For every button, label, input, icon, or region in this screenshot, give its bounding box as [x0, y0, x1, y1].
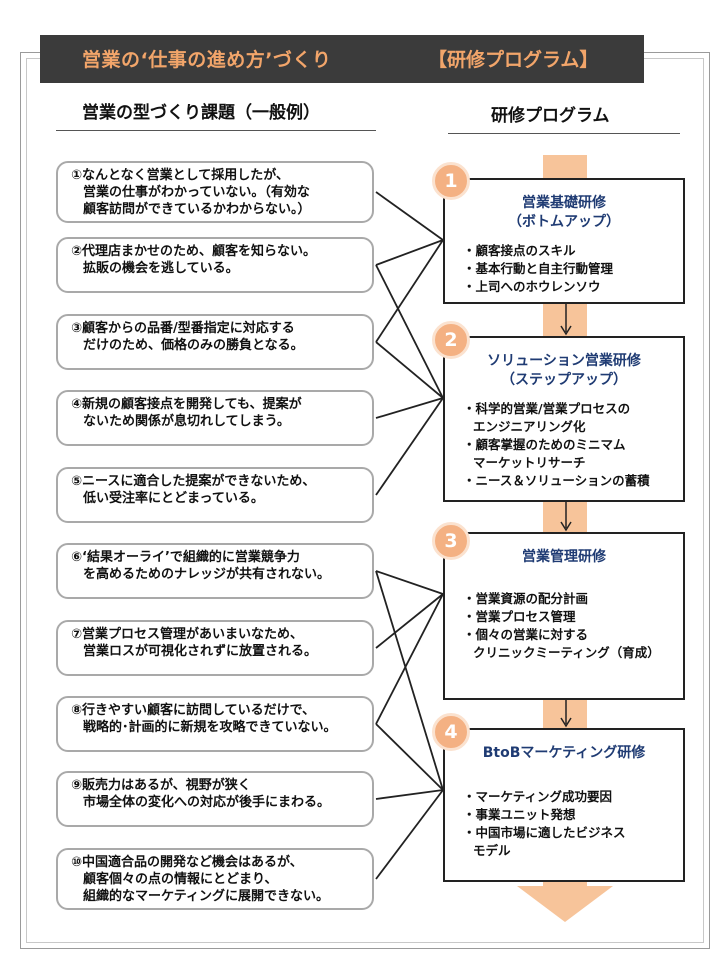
program-item: ・営業資源の配分計画 [463, 591, 589, 606]
step-number-circle-1: 1 [432, 162, 470, 200]
program-title-line: （ステップアップ） [501, 372, 627, 388]
left-column-heading: 営業の型づくり課題（一般例） [82, 103, 320, 123]
link-issue-3-to-program-1 [375, 239, 444, 343]
issue-box-3: ③顧客からの品番/型番指定に対応するだけのため、価格のみの勝負となる。 [56, 314, 374, 370]
issue-box-2: ②代理店まかせのため、顧客を知らない。拡販の機会を逃している。 [56, 237, 374, 293]
issue-text-line: ④新規の顧客接点を開発しても、提案が [71, 397, 302, 412]
program-title-line: 営業基礎研修 [522, 195, 606, 211]
issue-text-line: 拡販の機会を逃している。 [83, 261, 239, 276]
flow-arrow-head [517, 886, 613, 922]
link-issue-4-to-program-2 [375, 397, 444, 419]
issue-text-line: 顧客個々の点の情報にとどまり、 [83, 872, 278, 887]
program-item: マーケットリサーチ [473, 455, 586, 470]
right-heading-rule [448, 133, 680, 134]
step-arrow-tip [560, 717, 572, 728]
issue-text-line: ⑤ニースに適合した提案ができないため、 [71, 474, 316, 489]
issue-text-line: 営業の仕事がわかっていない。（有効な [83, 185, 310, 200]
program-item: ・マーケティング成功要因 [463, 789, 613, 804]
program-item: ・事業ユニット発想 [463, 807, 576, 822]
link-issue-9-to-program-4 [375, 789, 444, 800]
program-box-2: ソリューション営業研修 （ステップアップ） ・科学的営業/営業プロセスのエンジニアリ… [443, 336, 685, 502]
issue-text-line: 市場全体の変化への対応が後手にまわる。 [83, 795, 331, 810]
program-title-line: 営業管理研修 [522, 549, 606, 565]
step-arrow-tip [560, 325, 572, 336]
program-item: ・顧客掌握のためのミニマム [463, 437, 626, 452]
program-box-1: 営業基礎研修 （ボトムアップ） ・顧客接点のスキル・基本行動と自主行動管理・上司への… [443, 178, 685, 304]
issue-text-line: 顧客訪問ができているかわからない。） [83, 202, 311, 217]
issue-text-line: ないため関係が息切れしてしまう。 [83, 414, 290, 429]
issue-text-line: 戦略的･計画的に新規を攻略できていない。 [83, 720, 337, 735]
header-tag: 【研修プログラム】 [428, 49, 599, 71]
program-box-3: 営業管理研修・営業資源の配分計画・営業プロセス管理・個々の営業に対するクリニック… [443, 532, 685, 700]
issue-text-line: ⑩中国適合品の開発など機会はあるが、 [71, 855, 303, 870]
issue-text-line: ⑦営業プロセス管理があいまいなため、 [71, 627, 304, 642]
link-issue-8-to-program-4 [375, 723, 444, 791]
step-number-circle-4: 4 [432, 713, 470, 751]
issue-text-line: ⑥‘結果オーライ’で組織的に営業競争力 [71, 550, 300, 565]
link-issue-5-to-program-2 [375, 397, 444, 496]
program-title-line: BtoBマーケティング研修 [482, 745, 646, 761]
link-issue-1-to-program-1 [375, 191, 444, 241]
link-issue-7-to-program-3 [375, 593, 444, 649]
link-issue-2-to-program-1 [375, 239, 444, 266]
program-item: エンジニアリング化 [473, 419, 586, 434]
link-issue-8-to-program-3 [375, 593, 444, 725]
program-item: ・顧客接点のスキル [463, 243, 576, 258]
issue-text-line: ③顧客からの品番/型番指定に対応する [71, 321, 295, 336]
issue-text-line: を高めるためのナレッジが共有されない。 [83, 567, 331, 582]
issue-text-line: ⑧行きやすい顧客に訪問しているだけで、 [71, 703, 316, 718]
issue-text-line: ⑨販売力はあるが、視野が狭く [71, 778, 251, 793]
header-bar [40, 35, 644, 83]
step-number-circle-2: 2 [432, 321, 470, 359]
program-item: ・ニース＆ソリューションの蓄積 [463, 473, 650, 488]
link-issue-6-to-program-3 [375, 570, 444, 595]
issue-text-line: 組織的なマーケティングに展開できない。 [83, 889, 329, 904]
issue-text-line: 低い受注率にとどまっている。 [83, 491, 264, 506]
issue-box-5: ⑤ニースに適合した提案ができないため、低い受注率にとどまっている。 [56, 467, 374, 523]
issue-text-line: 営業ロスが可視化されずに放置される。 [83, 644, 318, 659]
issue-box-7: ⑦営業プロセス管理があいまいなため、営業ロスが可視化されずに放置される。 [56, 620, 374, 676]
program-item: モデル [473, 843, 511, 858]
issue-box-1: ①なんとなく営業として採用したが、営業の仕事がわかっていない。（有効な顧客訪問が… [56, 161, 374, 223]
program-item: クリニックミーティング（育成） [473, 645, 660, 660]
step-arrow-tip [560, 521, 572, 532]
issue-box-10: ⑩中国適合品の開発など機会はあるが、顧客個々の点の情報にとどまり、組織的なマーケ… [56, 848, 374, 910]
program-box-4: BtoBマーケティング研修・マーケティング成功要因・事業ユニット発想・中国市場に… [443, 728, 685, 882]
right-column-heading: 研修プログラム [491, 106, 610, 126]
link-issue-3-to-program-2 [375, 341, 444, 399]
issue-box-8: ⑧行きやすい顧客に訪問しているだけで、戦略的･計画的に新規を攻略できていない。 [56, 696, 374, 752]
link-lines [375, 191, 444, 880]
left-heading-rule [56, 130, 376, 131]
link-issue-2-to-program-2 [375, 264, 444, 399]
program-item: ・科学的営業/営業プロセスの [463, 401, 631, 416]
program-item: ・個々の営業に対する [463, 627, 589, 642]
issue-box-4: ④新規の顧客接点を開発しても、提案がないため関係が息切れしてしまう。 [56, 390, 374, 446]
program-item: ・基本行動と自主行動管理 [463, 261, 614, 276]
issue-box-9: ⑨販売力はあるが、視野が狭く市場全体の変化への対応が後手にまわる。 [56, 771, 374, 827]
program-item: ・中国市場に適したビジネス [463, 825, 626, 840]
link-issue-6-to-program-4 [375, 570, 444, 791]
step-number-circle-3: 3 [432, 522, 470, 560]
header-title: 営業の‘仕事の進め方’づくり [82, 49, 332, 71]
program-item: ・営業プロセス管理 [463, 609, 576, 624]
program-title-line: （ボトムアップ） [508, 214, 620, 230]
issue-text-line: ①なんとなく営業として採用したが、 [71, 168, 289, 183]
issue-text-line: だけのため、価格のみの勝負となる。 [83, 338, 304, 353]
issue-box-6: ⑥‘結果オーライ’で組織的に営業競争力を高めるためのナレッジが共有されない。 [56, 543, 374, 599]
issue-text-line: ②代理店まかせのため、顧客を知らない。 [71, 244, 317, 259]
program-title-line: ソリューション営業研修 [487, 353, 641, 369]
step-arrows [560, 304, 572, 728]
program-item: ・上司へのホウレンソウ [463, 279, 601, 294]
link-issue-10-to-program-4 [375, 789, 444, 880]
